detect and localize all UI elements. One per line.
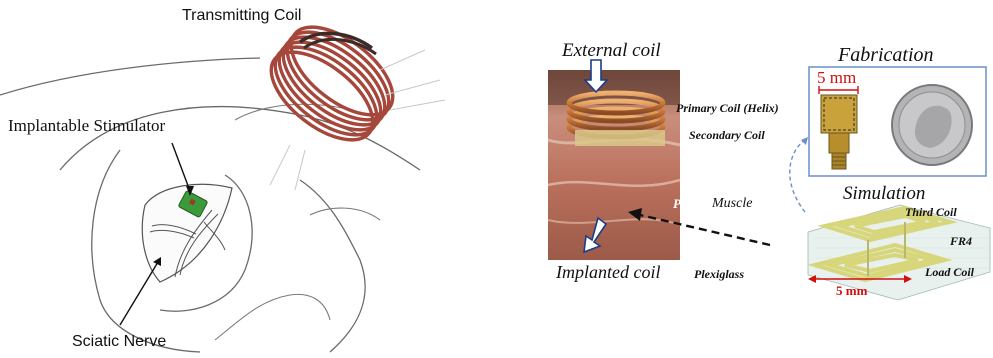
simulation-scale-label: 5 mm (836, 283, 867, 299)
load-coil-label: Load Coil (925, 265, 974, 280)
simulation-title: Simulation (843, 183, 925, 205)
third-coil-label: Third Coil (905, 205, 957, 220)
fr4-label: FR4 (950, 234, 972, 249)
